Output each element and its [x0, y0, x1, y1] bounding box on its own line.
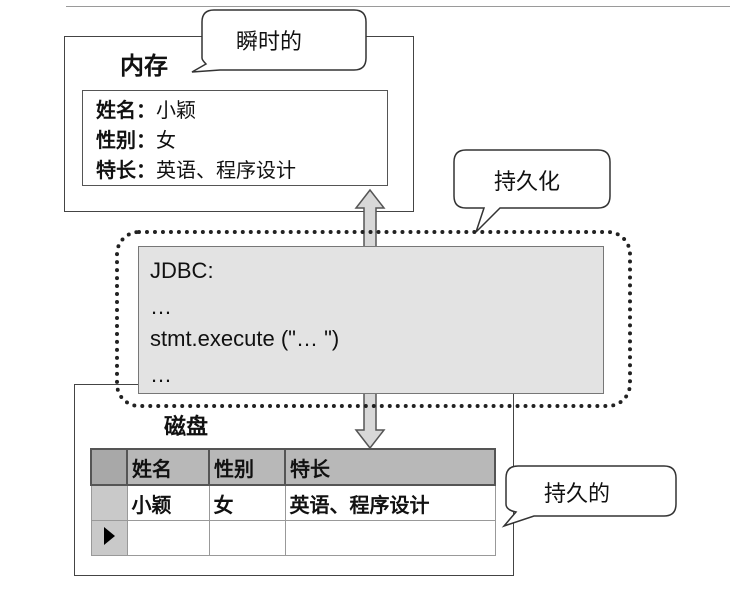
callout-bubble-persistence: [453, 149, 611, 233]
callout-bubble-persistent: [501, 465, 677, 528]
record-line-name: 姓名：小颖: [96, 98, 196, 122]
top-rule: [66, 6, 730, 7]
table-cell: 英语、程序设计: [284, 484, 496, 521]
column-header: 特长: [284, 448, 496, 486]
code-line-execute: stmt.execute ("… "): [150, 326, 340, 351]
code-line-jdbc: JDBC:: [150, 258, 214, 283]
jdbc-code-box: [138, 246, 604, 394]
table-row: [90, 520, 496, 556]
table-cell: 女: [208, 484, 286, 521]
memory-record-box: [82, 90, 388, 186]
table-cell: 小颖: [126, 484, 210, 521]
row-selector: [90, 484, 128, 521]
table-row: 小颖 女 英语、程序设计: [90, 484, 496, 521]
table-header-row: 姓名 性别 特长: [90, 448, 496, 486]
callout-bubble-transient: [191, 9, 367, 73]
record-value: 小颖: [156, 98, 196, 122]
row-selector-header: [90, 448, 128, 486]
table-cell: [284, 520, 496, 556]
code-line-ellipsis: …: [150, 362, 172, 387]
row-selector-current: [90, 520, 128, 556]
callout-persistent-label: 持久的: [544, 482, 611, 507]
code-line-ellipsis: …: [150, 294, 172, 319]
table-cell: [126, 520, 210, 556]
disk-table: 姓名 性别 特长 小颖 女 英语、程序设计: [90, 448, 496, 556]
record-value: 女: [156, 128, 176, 152]
column-header: 性别: [208, 448, 286, 486]
persistence-outline: [115, 230, 632, 408]
callout-persistence-label: 持久化: [494, 170, 561, 195]
disk-title: 磁盘: [164, 415, 209, 440]
callout-transient-label: 瞬时的: [236, 30, 303, 55]
record-label: 姓名：: [96, 98, 156, 122]
record-value: 英语、程序设计: [156, 158, 296, 182]
record-line-gender: 性别：女: [96, 128, 176, 152]
record-label: 特长：: [96, 158, 156, 182]
current-row-pointer-icon: [103, 527, 115, 545]
column-header: 姓名: [126, 448, 210, 486]
record-label: 性别：: [96, 128, 156, 152]
table-cell: [208, 520, 286, 556]
memory-title: 内存: [120, 52, 168, 80]
record-line-skill: 特长：英语、程序设计: [96, 158, 296, 182]
